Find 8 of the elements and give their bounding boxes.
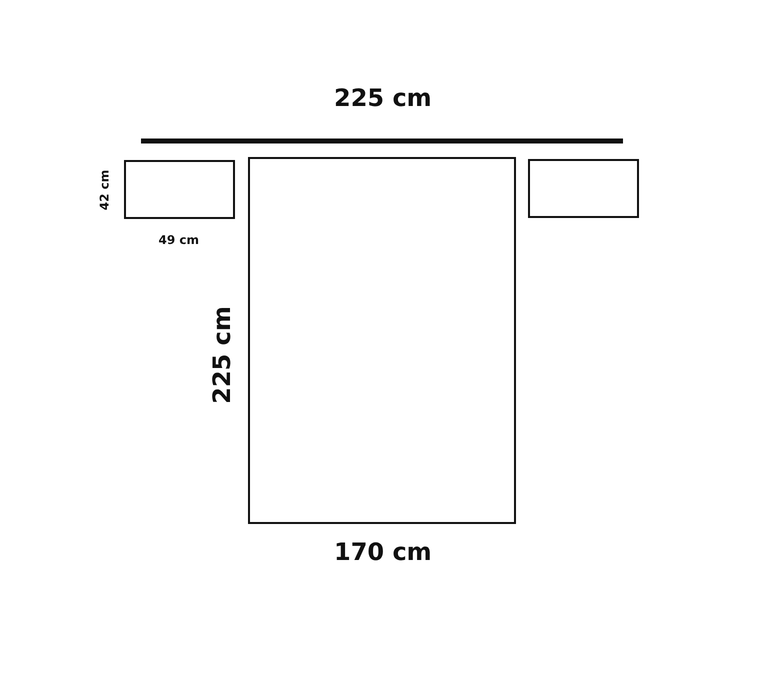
dimension-label: 170 cm: [334, 540, 432, 564]
dimension-label: 225 cm: [334, 86, 432, 110]
dimension-label: 225 cm: [210, 306, 234, 404]
dimension-label: 49 cm: [158, 234, 199, 246]
bed-outline: [248, 157, 516, 524]
dimension-label: 42 cm: [98, 170, 110, 210]
nightstand-outline: [124, 160, 235, 219]
nightstand-outline: [528, 159, 639, 218]
